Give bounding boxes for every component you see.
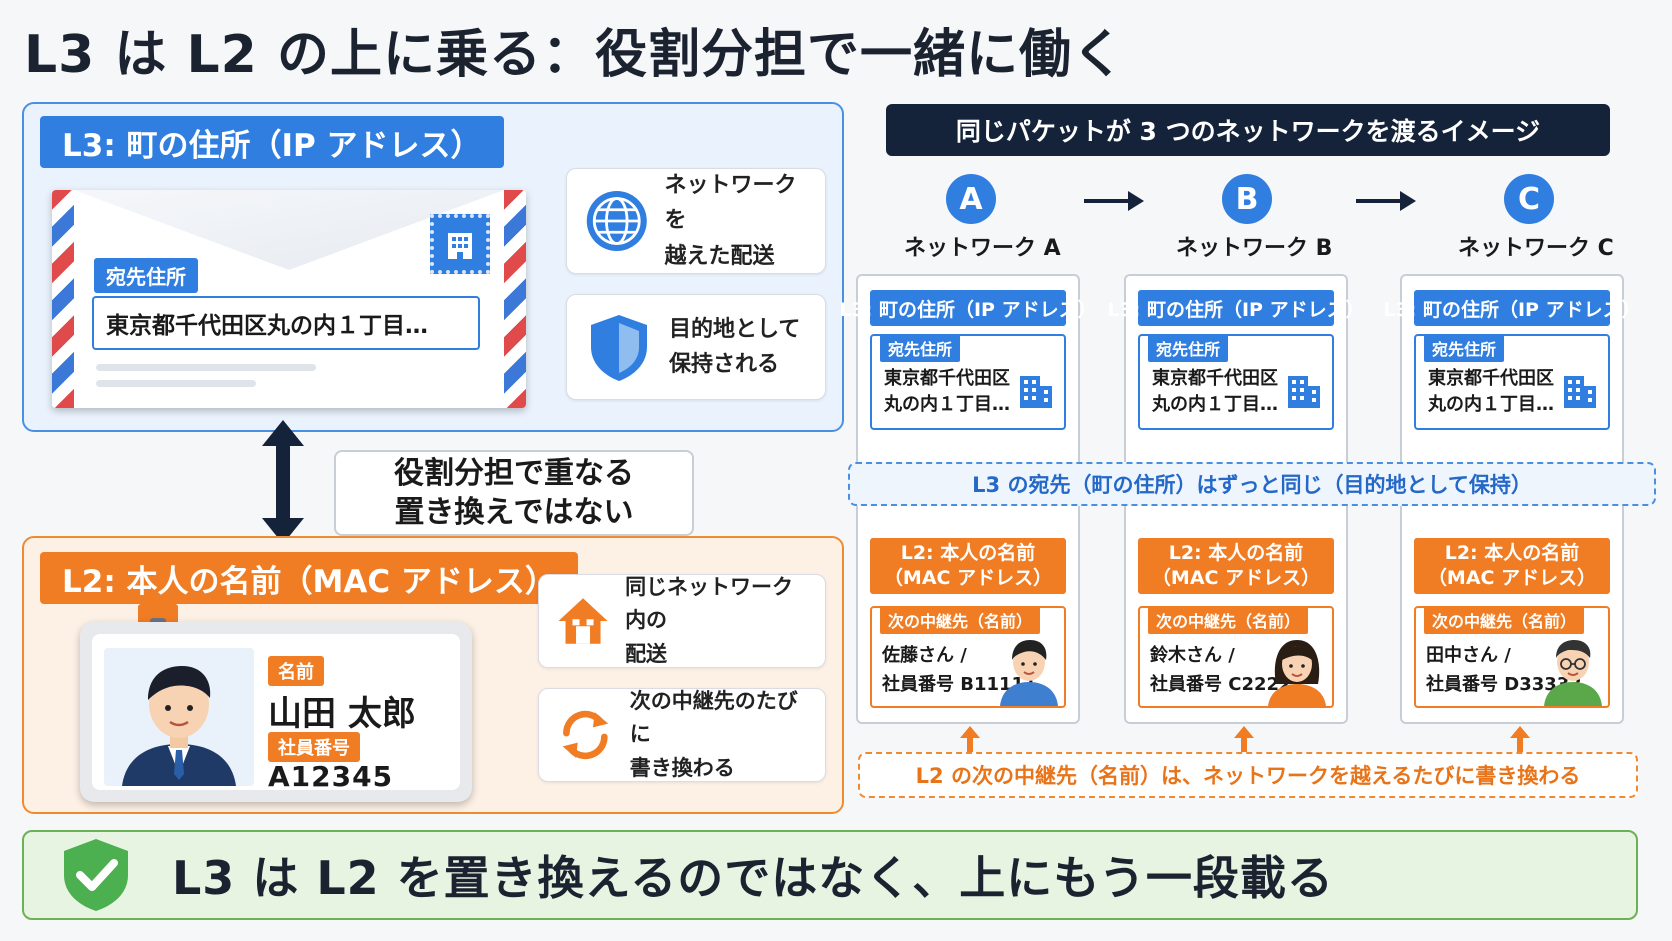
col-l2-next-hop-box: 次の中継先（名前） 田中さん / 社員番号 D33333	[1414, 606, 1610, 708]
building-icon	[1288, 376, 1320, 408]
house-icon	[558, 598, 608, 644]
summary-banner: L3 は L2 を置き換えるのではなく、上にもう一段載る	[22, 830, 1638, 920]
envelope: 宛先住所 東京都千代田区丸の内１丁目…	[52, 190, 526, 408]
arrow-right-icon	[1356, 191, 1416, 211]
person-avatar-icon	[1544, 640, 1602, 706]
l3-unchanged-note: L3 の宛先（町の住所）はずっと同じ（目的地として保持）	[848, 462, 1656, 506]
destination-tag: 宛先住所	[94, 258, 198, 293]
col-l2-next-hop-box: 次の中継先（名前） 佐藤さん / 社員番号 B11111	[870, 606, 1066, 708]
lanyard-clip	[138, 604, 178, 626]
network-c-column: L3: 町の住所（IP アドレス） 宛先住所 東京都千代田区 丸の内１丁目… L…	[1383, 274, 1641, 724]
page-title: L3 は L2 の上に乗る：役割分担で一緒に働く	[24, 25, 1125, 85]
network-b-label: ネットワーク B	[1176, 236, 1333, 261]
building-icon	[1020, 376, 1052, 408]
network-b-circle: B	[1222, 174, 1272, 224]
col-l3-address-box: 宛先住所 東京都千代田区 丸の内１丁目…	[1138, 334, 1334, 430]
arrow-up-icon	[960, 726, 980, 752]
packet-journey-header: 同じパケットが 3 つのネットワークを渡るイメージ	[886, 104, 1610, 156]
network-c-label: ネットワーク C	[1458, 236, 1614, 261]
building-stamp-icon	[430, 214, 490, 274]
col-l3-header: L3: 町の住所（IP アドレス）	[1383, 290, 1641, 326]
double-arrow-icon	[262, 420, 304, 544]
network-a-circle: A	[946, 174, 996, 224]
building-icon	[1564, 376, 1596, 408]
l3-card-cross-network: ネットワークを 越えた配送	[566, 168, 826, 274]
col-address: 東京都千代田区 丸の内１丁目…	[1152, 368, 1278, 416]
col-next-tag: 次の中継先（名前）	[880, 608, 1041, 634]
check-shield-icon	[64, 839, 128, 911]
arrow-up-icon	[1510, 726, 1530, 752]
col-address: 東京都千代田区 丸の内１丁目…	[1428, 368, 1554, 416]
l3-header: L3: 町の住所（IP アドレス）	[40, 116, 504, 168]
person-name: 山田 太郎	[268, 694, 416, 734]
network-c-circle: C	[1504, 174, 1554, 224]
col-l3-address-box: 宛先住所 東京都千代田区 丸の内１丁目…	[1414, 334, 1610, 430]
id-badge: 名前 山田 太郎 社員番号 A12345	[80, 622, 472, 802]
destination-address: 東京都千代田区丸の内１丁目…	[92, 296, 480, 350]
col-addr-tag: 宛先住所	[1148, 334, 1229, 362]
arrow-right-icon	[1084, 191, 1144, 211]
l2-card-text: 次の中継先のたびに 書き換わる	[629, 688, 798, 780]
person-avatar	[104, 648, 254, 786]
l2-card-rewritten: 次の中継先のたびに 書き換わる	[538, 688, 826, 782]
col-l2-header: L2: 本人の名前 （MAC アドレス）	[870, 538, 1066, 594]
role-sharing-note: 役割分担で重なる 置き換えではない	[334, 450, 694, 536]
shield-icon	[591, 315, 647, 381]
globe-icon	[586, 190, 647, 252]
network-a-label: ネットワーク A	[904, 236, 1061, 261]
col-l3-address-box: 宛先住所 東京都千代田区 丸の内１丁目…	[870, 334, 1066, 430]
col-address: 東京都千代田区 丸の内１丁目…	[884, 368, 1010, 416]
l2-card-same-network: 同じネットワーク内の 配送	[538, 574, 826, 668]
refresh-icon	[562, 710, 609, 760]
l3-card-text: 目的地として 保持される	[669, 316, 801, 377]
col-l3-header: L3: 町の住所（IP アドレス）	[1107, 290, 1365, 326]
employee-id-tag: 社員番号	[268, 732, 360, 762]
l2-card-text: 同じネットワーク内の 配送	[625, 574, 794, 666]
col-next-tag: 次の中継先（名前）	[1148, 608, 1309, 634]
l3-card-text: ネットワークを 越えた配送	[664, 173, 797, 269]
col-l2-header: L2: 本人の名前 （MAC アドレス）	[1138, 538, 1334, 594]
l2-header: L2: 本人の名前（MAC アドレス）	[40, 552, 578, 604]
l2-rewritten-note: L2 の次の中継先（名前）は、ネットワークを越えるたびに書き換わる	[858, 752, 1638, 798]
person-avatar-icon	[1268, 640, 1326, 706]
person-avatar-icon	[1000, 640, 1058, 706]
employee-id: A12345	[268, 760, 394, 793]
col-l3-header: L3: 町の住所（IP アドレス）	[839, 290, 1097, 326]
col-addr-tag: 宛先住所	[1424, 334, 1505, 362]
name-tag: 名前	[268, 656, 324, 686]
summary-text: L3 は L2 を置き換えるのではなく、上にもう一段載る	[172, 851, 1334, 905]
col-l2-next-hop-box: 次の中継先（名前） 鈴木さん / 社員番号 C22222	[1138, 606, 1334, 708]
arrow-up-icon	[1234, 726, 1254, 752]
col-addr-tag: 宛先住所	[880, 334, 961, 362]
l3-card-destination: 目的地として 保持される	[566, 294, 826, 400]
col-next-tag: 次の中継先（名前）	[1424, 608, 1585, 634]
col-l2-header: L2: 本人の名前 （MAC アドレス）	[1414, 538, 1610, 594]
